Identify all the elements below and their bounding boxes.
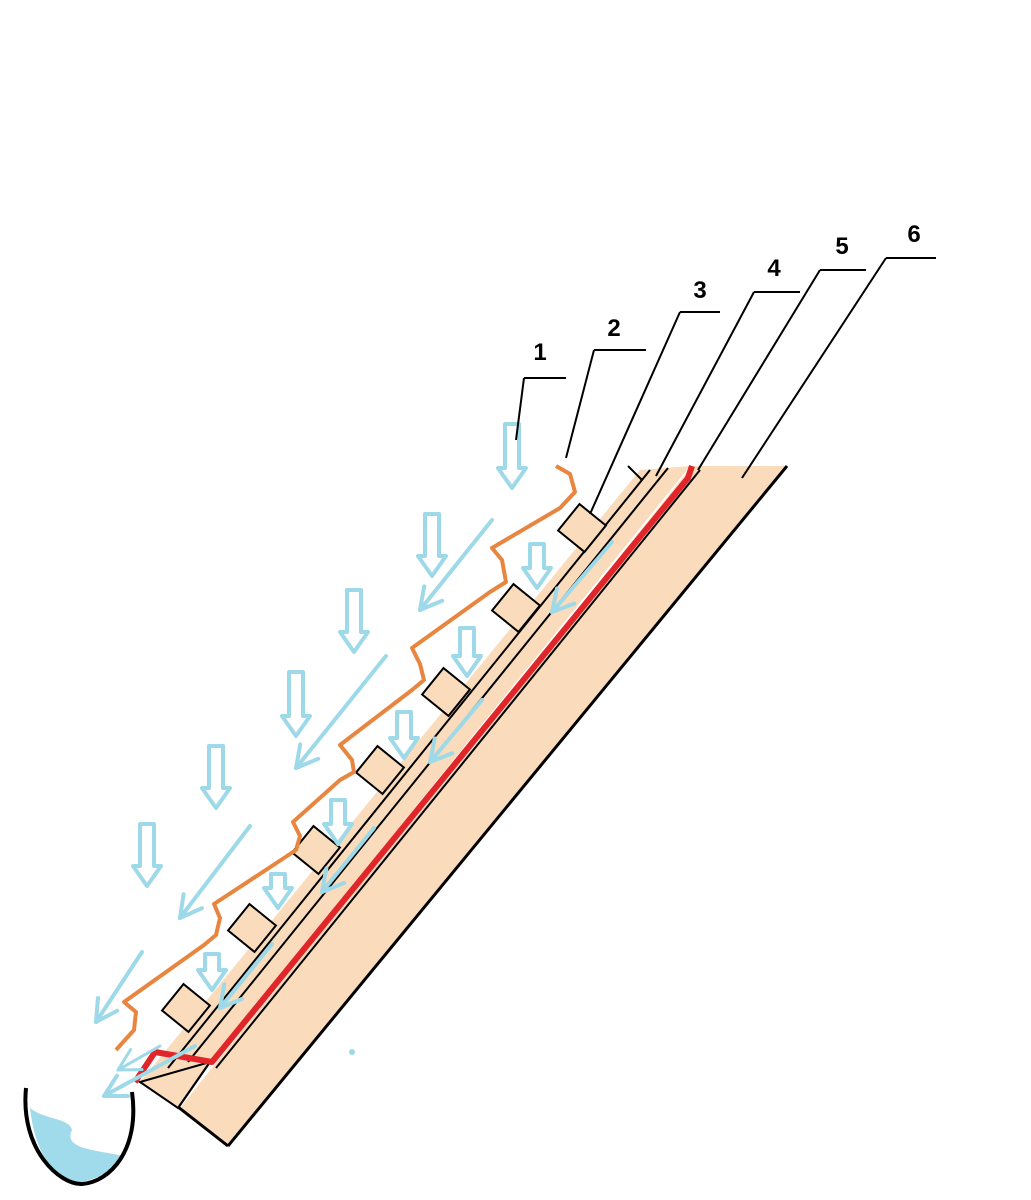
batten: [354, 744, 406, 796]
gutter-water: [30, 1108, 122, 1182]
rain-drop-arrow: [416, 512, 448, 578]
counter-batten-line-inner: [167, 469, 651, 1069]
rain-water-arrows: [94, 422, 614, 1098]
callout-label: 2: [607, 315, 620, 342]
waterproof-membrane: [132, 465, 695, 1084]
batten: [490, 582, 542, 634]
water-flow-arrow: [550, 540, 614, 614]
roofing-sheet-profile: [114, 464, 577, 1052]
callout-3: 3: [589, 277, 720, 515]
rain-drop-arrow: [451, 626, 483, 678]
water-flow-arrow: [294, 654, 388, 770]
rain-drop-arrow: [196, 952, 228, 992]
water-flow-arrow: [218, 942, 274, 1010]
batten: [556, 502, 608, 554]
gutter: [23, 1087, 136, 1187]
counter-batten-top-tick: [627, 465, 643, 481]
callout-label: 3: [693, 277, 706, 304]
callout-label: 5: [835, 233, 848, 260]
water-flow-arrow: [418, 518, 494, 612]
callout-5: 5: [697, 233, 866, 471]
water-flow-arrow: [428, 698, 484, 764]
water-flow-arrow: [102, 1044, 197, 1098]
rafter-edge-line: [226, 465, 789, 1147]
callout-1: 1: [515, 339, 566, 441]
rain-drop-arrow: [322, 798, 354, 846]
water-flow-arrow: [116, 1044, 162, 1072]
rain-drop-arrow: [496, 422, 528, 490]
battens-group: [160, 502, 608, 1034]
batten: [420, 666, 472, 718]
callout-leader-line: [655, 291, 755, 477]
rain-drop-arrow: [388, 710, 420, 760]
eaves-board-line: [177, 1061, 211, 1109]
water-drop: [349, 1049, 355, 1055]
membrane-edge-line: [215, 469, 701, 1069]
callout-6: 6: [741, 221, 936, 479]
rafter-board: [180, 466, 787, 1146]
counter-batten-line-outer: [187, 467, 669, 1063]
batten: [160, 982, 212, 1034]
callout-leader-line: [589, 311, 681, 515]
callout-leader-line: [697, 269, 821, 471]
batten: [226, 902, 278, 954]
callout-leader-line: [515, 377, 525, 441]
callout-label: 4: [767, 255, 781, 282]
callout-label: 1: [533, 339, 546, 366]
rain-drop-arrow: [200, 744, 232, 810]
callout-leader-line: [565, 349, 595, 459]
water-flow-arrow: [320, 826, 376, 894]
rain-drop-arrow: [521, 542, 553, 590]
callout-label: 6: [907, 221, 920, 248]
rain-drop-arrow: [280, 670, 312, 738]
callout-leaders: 1 2 3 4 5 6: [515, 221, 936, 515]
rain-drop-arrow: [131, 822, 163, 888]
water-flow-arrow: [94, 950, 144, 1024]
rain-drop-arrow: [262, 872, 294, 910]
counter-batten: [140, 466, 690, 1082]
callout-leader-line: [741, 257, 887, 479]
batten: [290, 824, 342, 876]
callout-4: 4: [655, 255, 800, 477]
water-flow-arrow: [178, 824, 252, 920]
rain-drop-arrow: [338, 588, 370, 654]
callout-2: 2: [565, 315, 646, 459]
